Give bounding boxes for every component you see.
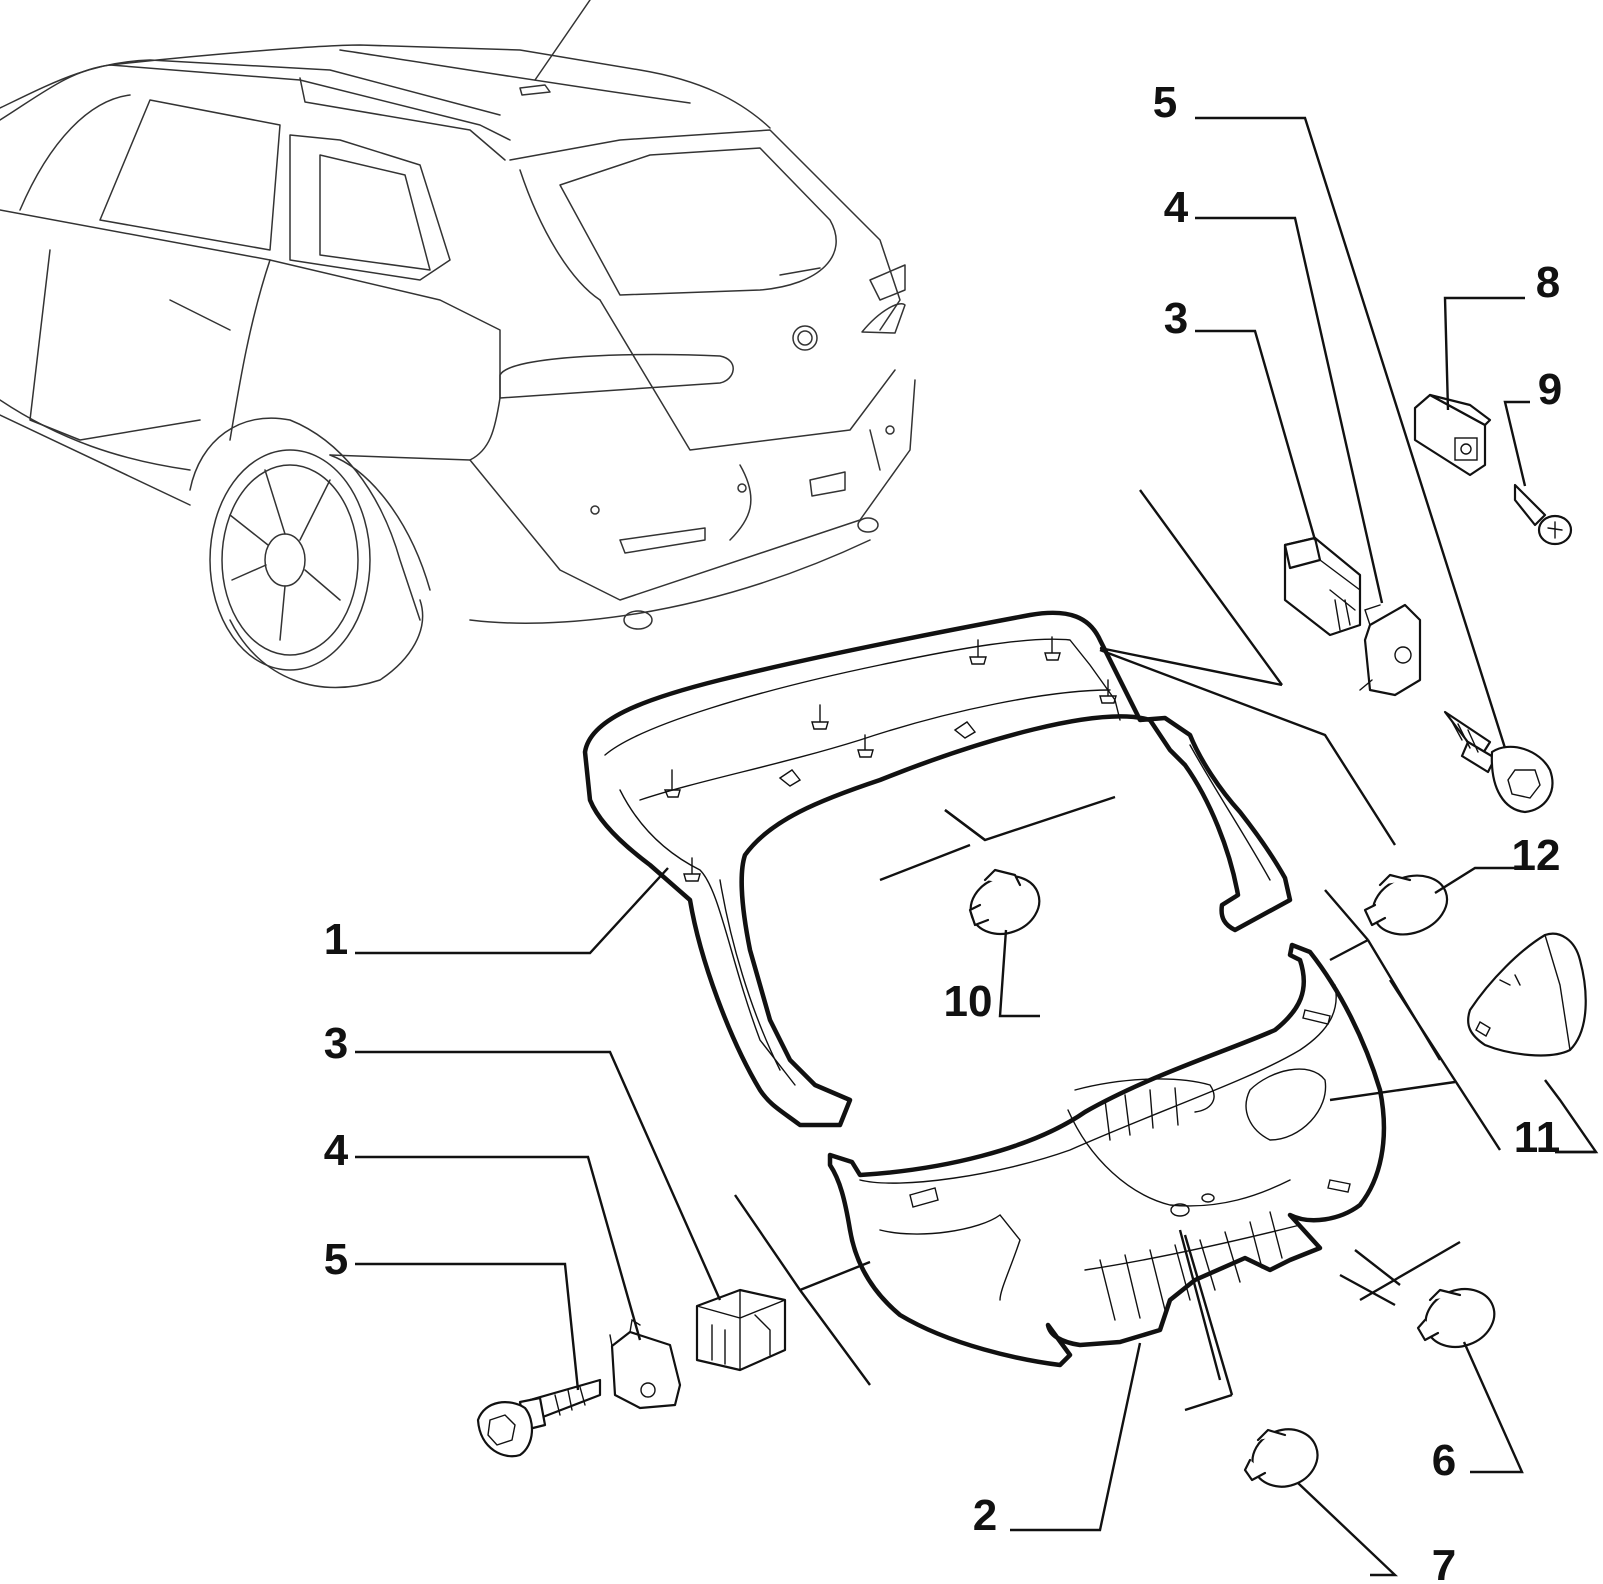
callout-2: 2: [973, 1491, 997, 1540]
station-wagon-car-illustration: [0, 0, 916, 689]
callout-11: 6: [1432, 1436, 1456, 1485]
push-clip-part-11: [1416, 1287, 1496, 1349]
push-clip-part-10: [1363, 873, 1449, 936]
cover-cap-part-9: [1467, 932, 1587, 1057]
u-clip-part-4-upper: [1359, 603, 1422, 697]
screw-part-5-upper: [1443, 710, 1554, 814]
callout-5-lower: 5: [324, 1235, 348, 1284]
callout-3-upper: 3: [1164, 294, 1188, 343]
assembly-guide-lines: [734, 489, 1502, 1412]
callout-6: 8: [1536, 258, 1560, 307]
screw-part-7: [1513, 483, 1573, 546]
upper-tailgate-trim-part: [582, 610, 1293, 1128]
callout-12: 7: [1432, 1541, 1456, 1584]
u-clip-part-4-lower: [609, 1318, 682, 1410]
callout-5-upper: 5: [1153, 78, 1177, 127]
callout-leader-lines: [355, 116, 1599, 1577]
callout-labels: 5 4 3 8 9 12 1 10 3 4 11 5 6 2 7: [324, 78, 1562, 1584]
push-clip-part-8: [968, 868, 1041, 936]
callout-10: 12: [1512, 831, 1561, 880]
callout-4-lower: 4: [324, 1126, 349, 1175]
screw-part-5-lower: [476, 1378, 602, 1458]
clip-block-part-3-upper: [1283, 536, 1362, 637]
callout-8: 10: [944, 977, 993, 1026]
callout-4-upper: 4: [1164, 183, 1189, 232]
push-clip-part-12: [1243, 1428, 1319, 1488]
callout-7: 9: [1538, 365, 1562, 414]
callout-1: 1: [324, 915, 348, 964]
lower-tailgate-trim-part: [827, 942, 1387, 1368]
clip-block-part-3-lower: [695, 1288, 787, 1372]
callout-3-lower: 3: [324, 1019, 348, 1068]
retainer-part-6: [1413, 393, 1492, 477]
callout-9: 11: [1514, 1113, 1561, 1162]
